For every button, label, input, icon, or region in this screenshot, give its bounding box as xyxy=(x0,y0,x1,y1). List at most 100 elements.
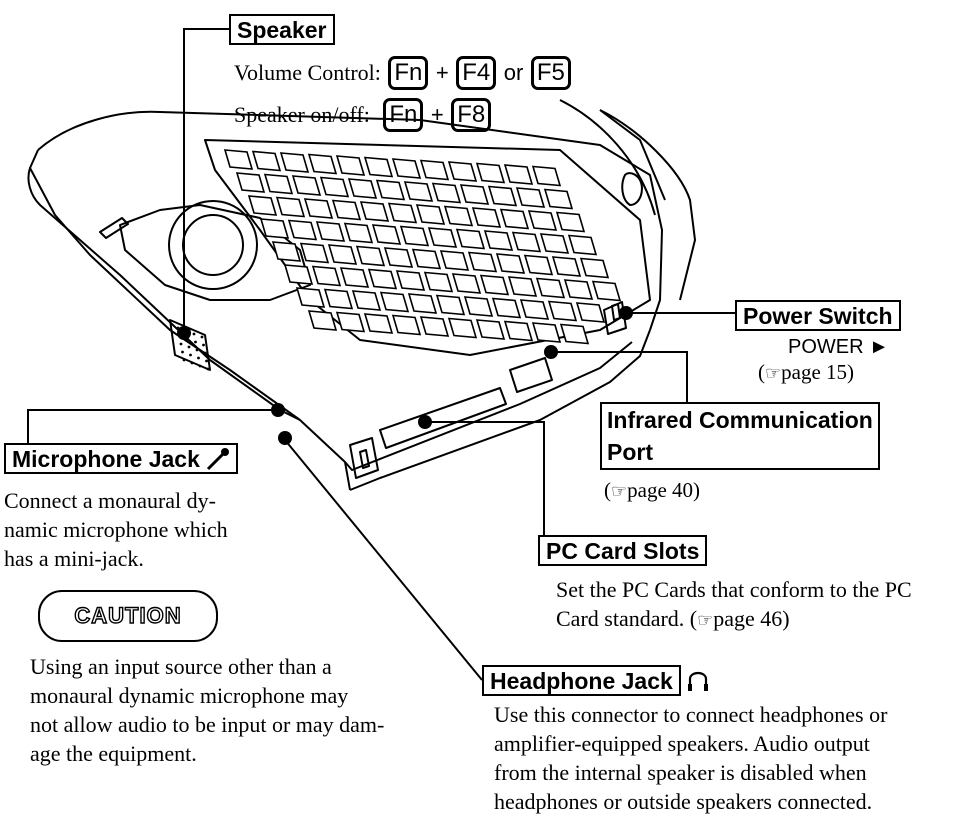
or-text: or xyxy=(503,60,524,85)
keyboard-key xyxy=(523,254,554,276)
plus-sign: + xyxy=(430,102,444,127)
keyboard-key xyxy=(383,247,414,268)
grille-dot xyxy=(205,359,208,363)
keyboard xyxy=(223,149,622,345)
keyboard-key xyxy=(547,300,578,322)
infrared-title: Infrared Communication Port xyxy=(600,402,880,470)
keyboard-key xyxy=(543,188,574,210)
keyboard-key xyxy=(503,320,534,342)
keyboard-key xyxy=(455,228,486,250)
keyboard-key xyxy=(435,294,466,316)
keyboard-key xyxy=(327,244,358,265)
keyboard-key xyxy=(555,211,586,233)
keyboard-key xyxy=(427,227,458,248)
headphone-jack-title: Headphone Jack xyxy=(482,665,681,696)
keyboard-key xyxy=(319,176,350,198)
fn-key: Fn xyxy=(388,56,429,90)
keyboard-key xyxy=(283,264,314,285)
keyboard-key xyxy=(447,317,478,339)
grille-dot xyxy=(206,367,210,371)
volume-control-line: Volume Control: Fn + F4 or F5 xyxy=(234,56,573,90)
keyboard-key xyxy=(311,265,342,287)
keyboard-key xyxy=(431,182,462,204)
fn-key: Fn xyxy=(383,98,424,132)
grille-dot xyxy=(195,348,199,352)
keyboard-key xyxy=(407,293,438,314)
keyboard-key xyxy=(487,185,518,207)
keyboard-key xyxy=(303,198,334,219)
keyboard-key xyxy=(463,296,494,317)
keyboard-key xyxy=(331,199,362,221)
keyboard-key xyxy=(323,288,354,310)
speaker-onoff-label: Speaker on/off: xyxy=(234,102,370,127)
keyboard-key xyxy=(379,291,410,313)
keyboard-key xyxy=(451,273,482,294)
keyboard-key xyxy=(363,313,394,334)
keyboard-key xyxy=(563,279,594,300)
keyboard-key xyxy=(515,187,546,208)
f4-key: F4 xyxy=(456,56,497,90)
keyboard-key xyxy=(359,201,390,222)
microphone-jack-title: Microphone Jack xyxy=(4,443,238,474)
keyboard-key xyxy=(307,153,338,175)
caution-text: Using an input source other than a monau… xyxy=(30,654,385,766)
keyboard-key xyxy=(439,250,470,271)
keyboard-key xyxy=(491,297,522,319)
infrared-ref: (☞page 40) xyxy=(604,478,701,502)
keyboard-key xyxy=(399,225,430,247)
power-ref: (☞page 15) xyxy=(758,360,855,384)
keyboard-key xyxy=(363,156,394,178)
keyboard-key xyxy=(459,184,490,205)
keyboard-key xyxy=(275,196,306,218)
keyboard-key xyxy=(391,158,422,179)
power-label: POWER ► xyxy=(788,336,889,358)
keyboard-key xyxy=(355,245,386,267)
keyboard-key xyxy=(423,271,454,293)
pc-card-description: Set the PC Cards that conform to the PC … xyxy=(556,577,912,631)
keyboard-key xyxy=(591,280,622,302)
grille-dot xyxy=(189,353,192,357)
keyboard-key xyxy=(479,274,510,296)
grille-dot xyxy=(202,343,205,347)
keyboard-key xyxy=(495,253,526,274)
callout-dots xyxy=(177,306,633,445)
keyboard-key xyxy=(471,207,502,228)
keyboard-key xyxy=(527,210,558,231)
keyboard-key xyxy=(287,219,318,241)
keyboard-key xyxy=(347,178,378,199)
grille-dot xyxy=(187,345,191,349)
keyboard-key xyxy=(351,290,382,311)
keyboard-key xyxy=(343,222,374,244)
keyboard-key xyxy=(395,270,426,291)
callout-lines xyxy=(27,28,735,681)
grille-dot xyxy=(197,356,200,360)
keyboard-key xyxy=(371,224,402,245)
grille-dot xyxy=(179,342,183,346)
keyboard-key xyxy=(467,251,498,273)
keyboard-key xyxy=(531,322,562,343)
keyboard-key xyxy=(475,319,506,340)
microphone-description: Connect a monaural dy- namic microphone … xyxy=(4,488,228,571)
grille-dot xyxy=(190,361,194,365)
power-switch-title: Power Switch xyxy=(735,300,901,331)
keyboard-key xyxy=(419,159,450,181)
keyboard-key xyxy=(339,267,370,288)
keyboard-key xyxy=(247,195,278,216)
keyboard-key xyxy=(483,230,514,251)
keyboard-key xyxy=(535,277,566,299)
keyboard-key xyxy=(251,150,282,172)
grille-dot xyxy=(200,335,204,339)
keyboard-key xyxy=(531,165,562,187)
grille-dot xyxy=(182,358,186,362)
keyboard-key xyxy=(235,172,266,193)
keyboard-key xyxy=(575,302,606,323)
keyboard-key xyxy=(263,173,294,195)
keyboard-key xyxy=(519,299,550,320)
speaker-title: Speaker xyxy=(229,14,335,45)
keyboard-key xyxy=(411,248,442,270)
keyboard-key xyxy=(307,310,338,331)
keyboard-key xyxy=(559,323,590,345)
keyboard-key xyxy=(279,152,310,173)
keyboard-key xyxy=(367,268,398,290)
